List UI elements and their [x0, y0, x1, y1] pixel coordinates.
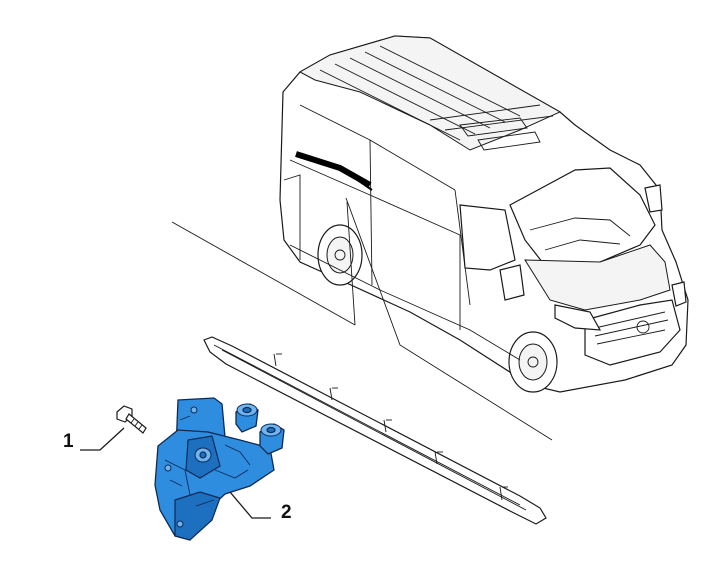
- callout-1-label: 1: [63, 431, 74, 452]
- callout-leaders: [80, 427, 271, 519]
- detail-leader-lines: [171, 197, 553, 441]
- van-illustration: [279, 35, 689, 393]
- callout-2-label: 2: [281, 502, 292, 523]
- door-rail: [203, 336, 547, 525]
- hinge-roller-bracket-part: [154, 397, 285, 541]
- bolt-part: [116, 405, 147, 434]
